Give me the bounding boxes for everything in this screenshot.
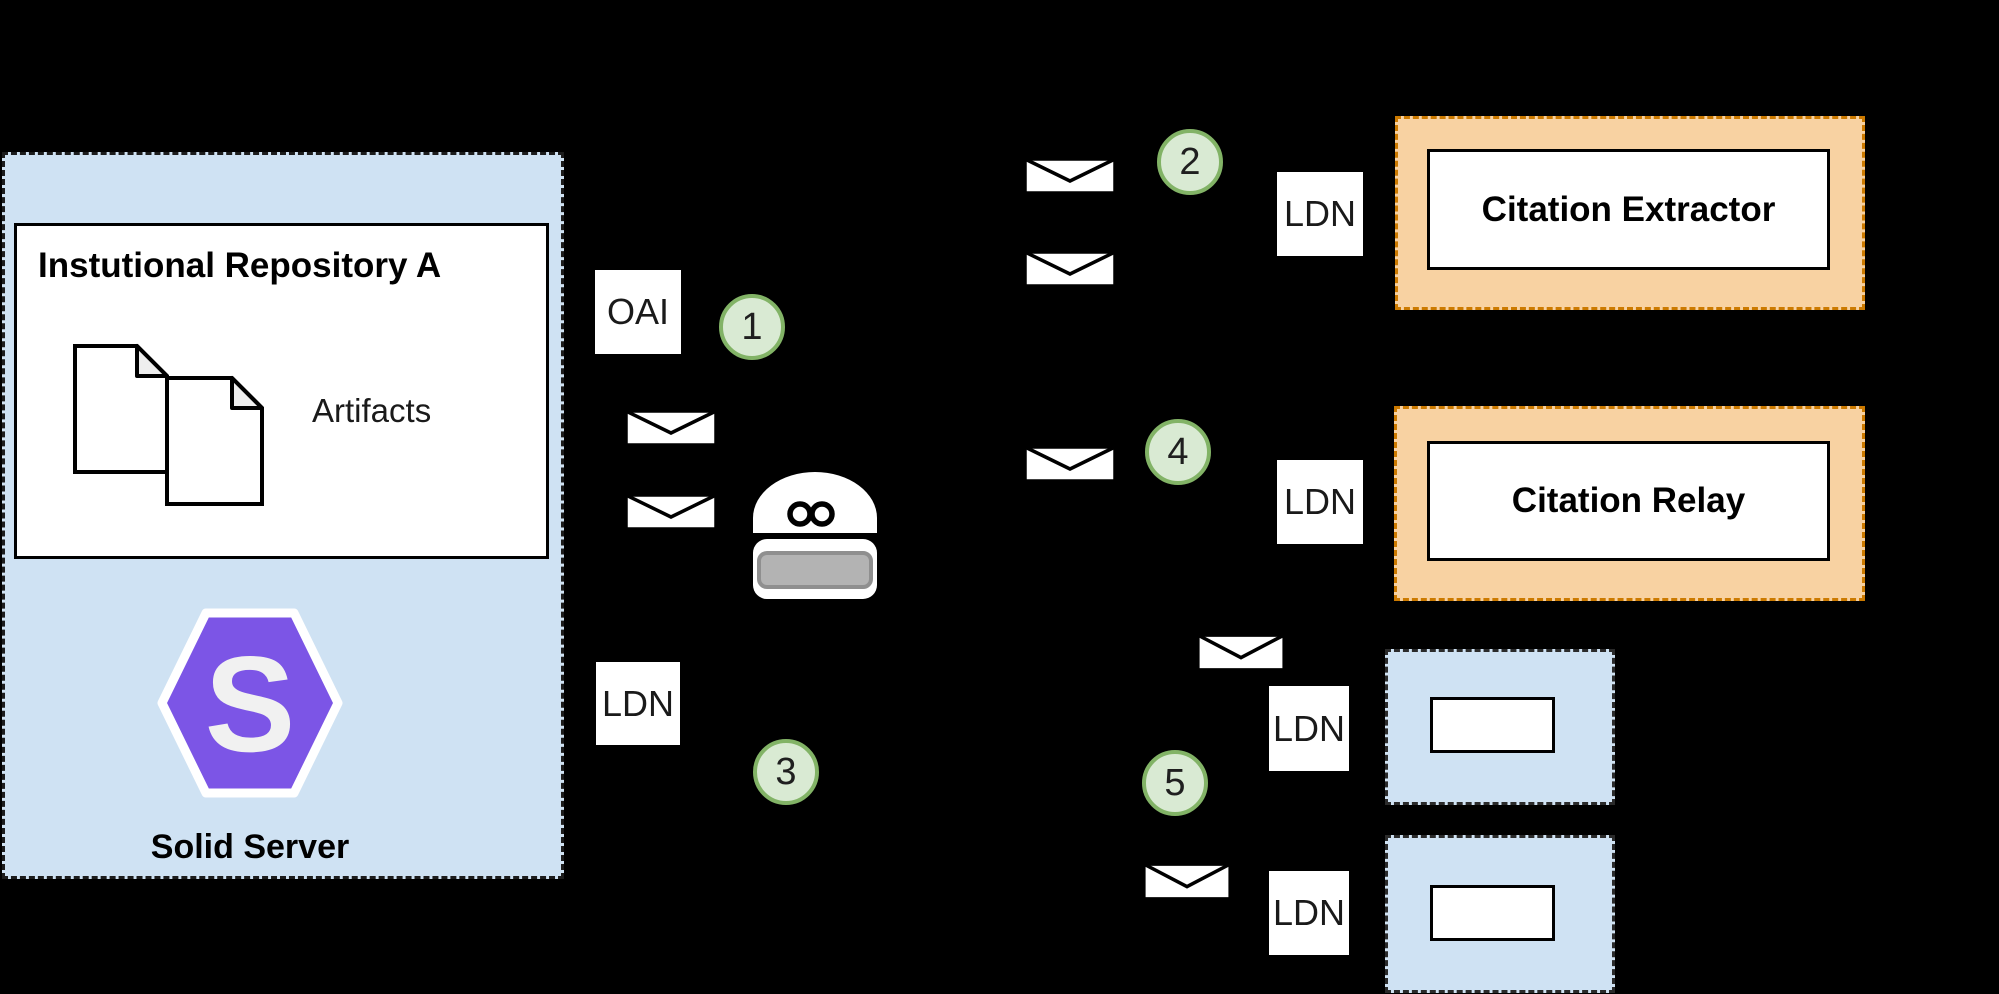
envelope-icon (1142, 862, 1232, 901)
envelope-icon (624, 409, 718, 447)
ldn-label: LDN (601, 682, 675, 724)
ldn-label: LDN (1283, 481, 1357, 522)
ldn-node-solid: LDN (593, 659, 683, 748)
citation-extractor-box: Citation Extractor (1427, 149, 1830, 270)
citation-relay-label: Citation Relay (1511, 481, 1746, 520)
envelope-icon (1023, 157, 1117, 195)
step-4-label: 4 (1167, 430, 1189, 473)
envelope-icon (1196, 633, 1286, 672)
step-badge-4: 4 (1145, 419, 1211, 485)
step-badge-5: 5 (1142, 750, 1208, 816)
artifacts-label: Artifacts (312, 392, 432, 429)
step-2-label: 2 (1179, 140, 1201, 183)
step-badge-1: 1 (719, 294, 785, 360)
oai-label: OAI (606, 291, 669, 332)
solid-logo-icon: S (157, 608, 343, 798)
ldn-node-client-2: LDN (1266, 868, 1352, 958)
ldn-node-relay: LDN (1274, 457, 1366, 547)
citation-relay-box: Citation Relay (1427, 441, 1830, 561)
step-badge-3: 3 (753, 739, 819, 805)
step-5-label: 5 (1164, 761, 1186, 804)
ldn-label: LDN (1283, 193, 1357, 234)
citation-extractor-group: Citation Extractor (1395, 116, 1865, 310)
envelope-icon (624, 493, 718, 531)
client-box-2 (1385, 835, 1615, 993)
ldn-node-extractor: LDN (1274, 169, 1366, 259)
ldn-label: LDN (1272, 892, 1346, 933)
robot-icon (753, 472, 877, 599)
client-box-1 (1385, 649, 1615, 805)
solid-server-label: Solid Server (150, 828, 350, 866)
envelope-icon (1023, 445, 1117, 483)
connector-repo-oai (549, 346, 593, 349)
documents-icon (73, 344, 264, 506)
svg-text:S: S (205, 628, 296, 780)
step-1-label: 1 (741, 305, 763, 348)
step-3-label: 3 (775, 750, 797, 793)
client-inner-box (1430, 885, 1555, 941)
citation-extractor-label: Citation Extractor (1481, 189, 1776, 229)
ldn-node-client-1: LDN (1266, 683, 1352, 774)
client-inner-box (1430, 697, 1555, 753)
step-badge-2: 2 (1157, 129, 1223, 195)
envelope-icon (1023, 250, 1117, 288)
citation-relay-group: Citation Relay (1394, 406, 1865, 601)
oai-node: OAI (592, 267, 684, 357)
repository-title: Instutional Repository A (38, 246, 442, 285)
ldn-label: LDN (1272, 707, 1346, 749)
